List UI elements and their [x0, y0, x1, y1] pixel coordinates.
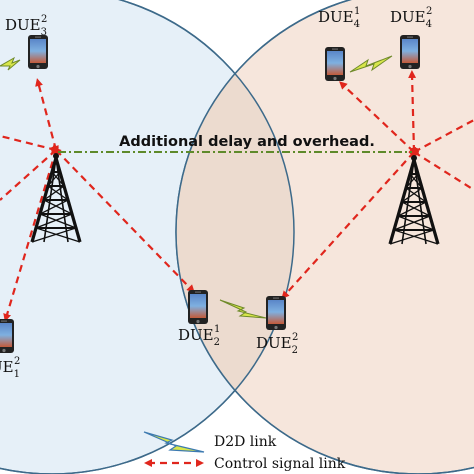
link-bs2-due4a: [339, 81, 417, 155]
link-bs2-due4b: [408, 70, 418, 156]
link-bs1-due1: [3, 146, 59, 322]
label-due1-2: DUE12: [0, 356, 20, 380]
d2d-bolt-icon-leftedge: [0, 56, 21, 71]
phone-icon-due4a: [325, 47, 345, 81]
label-due2-1: DUE21: [178, 324, 220, 348]
legend-control-label: Control signal link: [214, 456, 346, 472]
legend-d2d-bolt-icon: [143, 431, 205, 453]
d2d-bolt-icon-top: [349, 55, 393, 73]
legend: D2D link Control signal link: [143, 431, 346, 472]
phone-icon-due1: [0, 319, 14, 353]
label-due4-1: DUE41: [318, 6, 360, 30]
label-due3-2: DUE32: [5, 14, 47, 38]
annotation-text: Additional delay and overhead.: [119, 134, 375, 150]
legend-d2d-label: D2D link: [214, 434, 277, 450]
link-bs1-left: [0, 134, 60, 153]
label-due4-2: DUE42: [390, 6, 432, 30]
link-bs2-due2b: [281, 149, 417, 299]
label-due2-2: DUE22: [256, 332, 298, 356]
phone-icon-due3: [28, 35, 48, 69]
control-links: [0, 70, 474, 322]
phone-icon-due2b: [266, 296, 286, 330]
link-bs1-due2a: [53, 147, 195, 293]
phone-icon-due2a: [188, 290, 208, 324]
phone-icon-due4b: [400, 35, 420, 69]
